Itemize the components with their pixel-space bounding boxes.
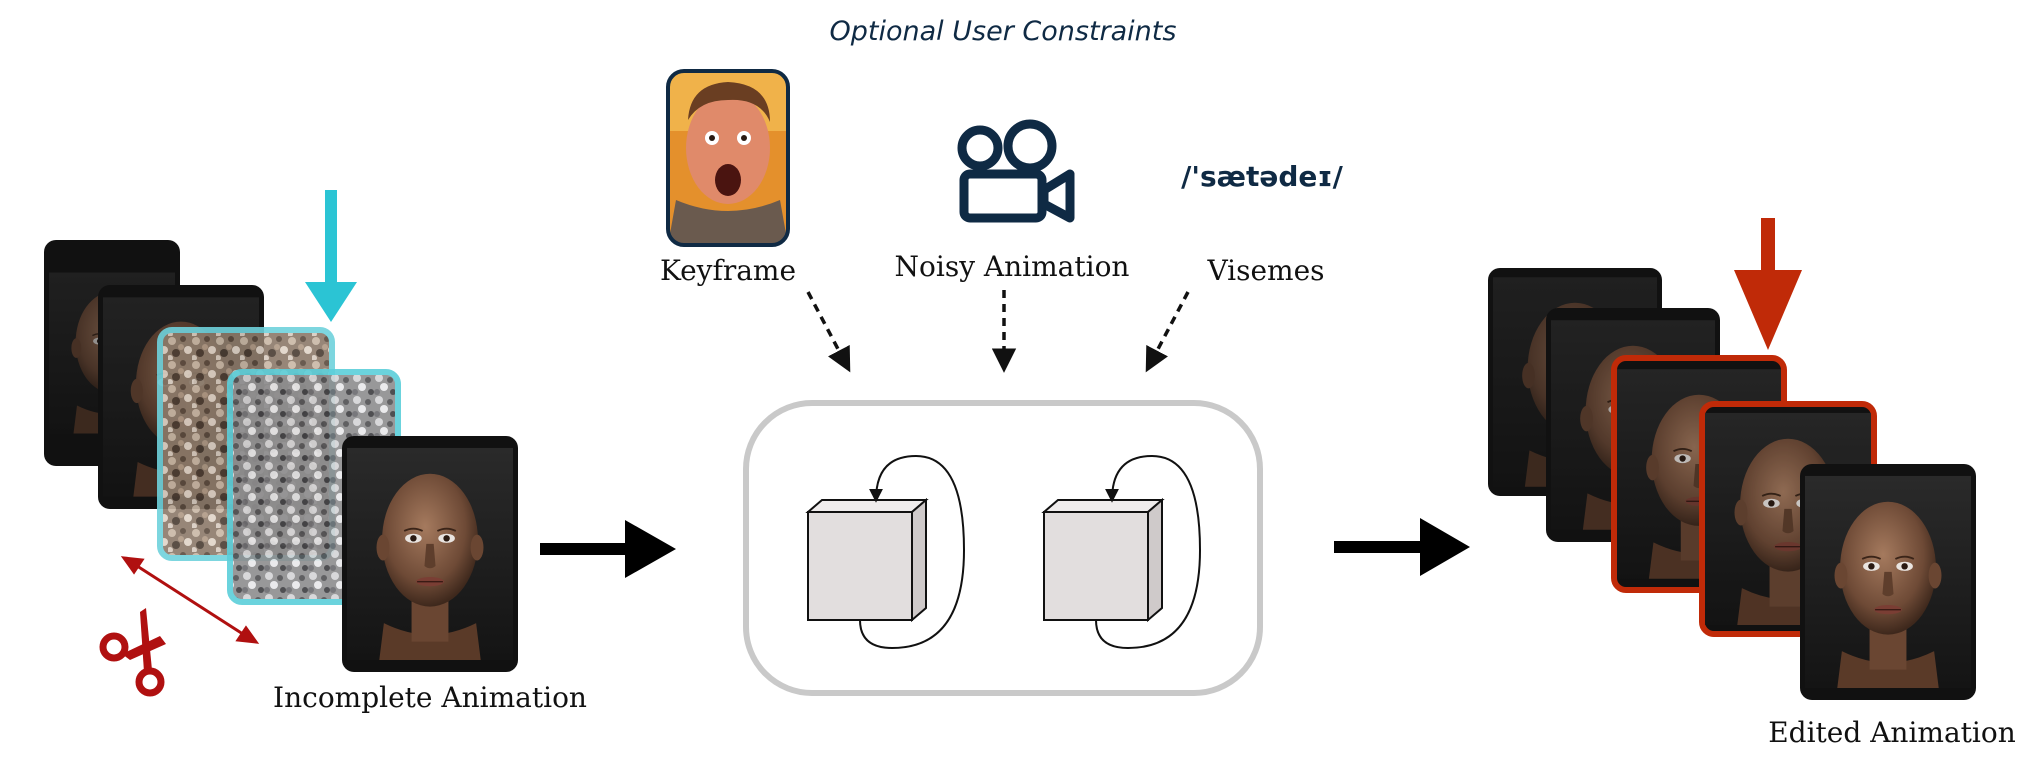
keyframe-photo <box>666 69 790 247</box>
keyframe-arrow <box>806 291 851 373</box>
phonetic-transcription: /'sætədeɪ/ <box>1181 160 1343 193</box>
model-to-output-arrow <box>1334 518 1470 576</box>
input-label: Incomplete Animation <box>273 681 587 714</box>
visemes-arrow <box>1145 291 1190 373</box>
noisy-animation-label: Noisy Animation <box>895 250 1130 283</box>
recurrent-block-2 <box>1041 454 1202 650</box>
output-frame-current <box>1800 464 1976 700</box>
constraint-arrows <box>806 290 1190 373</box>
output-animation-stack <box>1488 218 1976 700</box>
output-highlight-arrow <box>1734 218 1802 350</box>
input-frame-current <box>342 436 518 672</box>
keyframe-label: Keyframe <box>660 254 796 287</box>
output-label: Edited Animation <box>1768 716 2016 749</box>
scissors-icon <box>99 608 166 697</box>
recurrent-block-1 <box>805 454 966 650</box>
input-to-model-arrow <box>540 520 676 578</box>
cut-range-arrow <box>120 556 260 644</box>
input-animation-stack <box>44 190 518 697</box>
visemes-label: Visemes <box>1206 254 1324 287</box>
input-highlight-arrow <box>305 190 357 322</box>
constraints-title: Optional User Constraints <box>830 16 1177 47</box>
video-camera-icon <box>957 119 1075 223</box>
